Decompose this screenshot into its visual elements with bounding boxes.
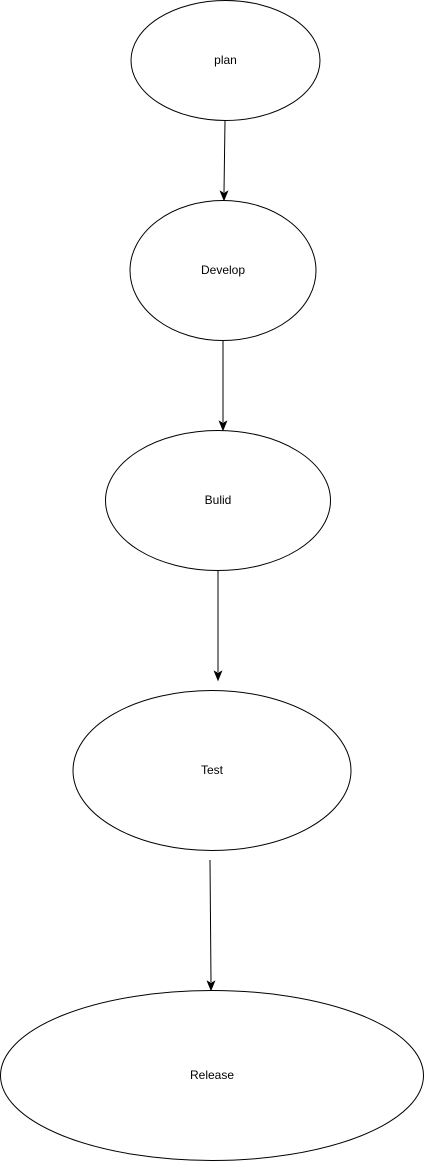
node-shape (130, 0, 321, 121)
edge-develop-to-build (218, 341, 228, 432)
arrowhead-icon (218, 420, 228, 432)
node-shape (72, 690, 352, 851)
edge-test-to-release (206, 859, 216, 992)
node-label: Develop (201, 263, 245, 277)
node-label: plan (214, 53, 237, 67)
edge-line (223, 120, 226, 193)
edge-build-to-test (213, 571, 223, 682)
arrowhead-icon (213, 670, 223, 682)
arrowhead-icon (219, 190, 229, 202)
node-label: Test (201, 763, 224, 777)
node-plan[interactable]: plan (130, 0, 321, 121)
node-label: Release (190, 1068, 234, 1082)
arrowhead-icon (206, 980, 216, 992)
node-shape (129, 200, 317, 341)
node-develop[interactable]: Develop (129, 200, 317, 341)
node-release[interactable]: Release (0, 990, 424, 1161)
edge-plan-to-develop (219, 120, 229, 202)
node-label: Bulid (205, 493, 232, 507)
node-build[interactable]: Bulid (105, 430, 331, 571)
edge-line (209, 859, 212, 983)
node-shape (105, 430, 331, 571)
node-test[interactable]: Test (72, 690, 352, 851)
